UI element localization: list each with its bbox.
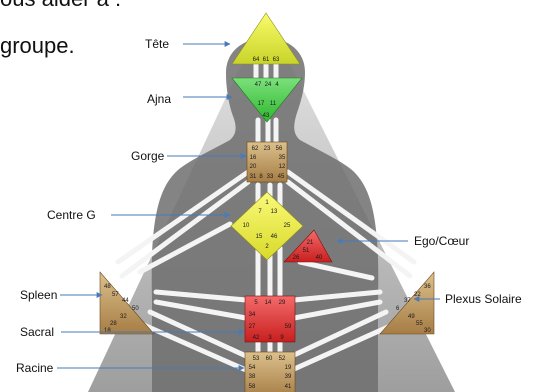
gate-label: 16 <box>250 155 257 161</box>
gate-label: 4 <box>275 82 279 88</box>
gate-label: 41 <box>285 384 292 390</box>
gate-label: 51 <box>303 248 310 254</box>
gate-label: 24 <box>265 82 272 88</box>
gate-label: 29 <box>279 300 286 306</box>
gate-label: 36 <box>424 284 431 290</box>
gate-label: 40 <box>316 255 323 261</box>
gate-label: 60 <box>266 356 273 362</box>
gate-label: 12 <box>279 164 286 170</box>
annotations: Tête Ajna Gorge Centre G Ego/Cœur Spleen… <box>16 37 522 375</box>
label-sacral: Sacral <box>20 325 54 339</box>
label-ajna: Ajna <box>147 92 171 106</box>
gate-label: 5 <box>254 300 258 306</box>
gate-label: 43 <box>263 113 270 119</box>
gate-label: 22 <box>414 292 421 298</box>
gate-label: 47 <box>255 82 262 88</box>
gate-label: 50 <box>132 306 139 312</box>
label-plexus: Plexus Solaire <box>445 292 522 306</box>
gate-label: 49 <box>408 314 415 320</box>
document-text-line: ous aider à : <box>0 0 121 12</box>
label-gorge: Gorge <box>131 149 165 163</box>
label-tete: Tête <box>145 37 169 51</box>
gate-label: 34 <box>249 312 256 318</box>
gate-label: 39 <box>285 374 292 380</box>
gate-label: 31 <box>250 174 257 180</box>
gate-label: 17 <box>258 101 265 107</box>
gate-label: 10 <box>243 223 250 229</box>
solar-plexus-center: 36 22 37 6 49 55 30 <box>379 271 435 335</box>
throat-center: 62 23 56 16 35 20 12 31 8 33 45 <box>246 141 288 183</box>
gate-label: 27 <box>249 324 256 330</box>
sacral-center: 5 14 29 34 27 59 42 3 9 <box>244 295 296 343</box>
gate-label: 21 <box>307 240 314 246</box>
gate-label: 42 <box>253 335 260 341</box>
gate-label: 20 <box>250 164 257 170</box>
gate-label: 53 <box>253 356 260 362</box>
gate-label: 26 <box>293 255 300 261</box>
gate-label: 19 <box>285 365 292 371</box>
gate-label: 57 <box>112 292 119 298</box>
gate-label: 25 <box>284 223 291 229</box>
gate-label: 52 <box>279 356 286 362</box>
gate-label: 63 <box>273 57 280 63</box>
label-centre-g: Centre G <box>47 208 96 222</box>
label-spleen: Spleen <box>20 288 57 302</box>
gate-label: 23 <box>264 146 271 152</box>
gate-label: 62 <box>252 146 259 152</box>
gate-label: 33 <box>267 174 274 180</box>
ego-center: 21 51 26 40 <box>283 229 333 263</box>
g-center: 1 7 13 10 25 15 46 2 <box>230 191 304 261</box>
gate-label: 59 <box>285 324 292 330</box>
label-ego: Ego/Cœur <box>414 234 469 248</box>
label-racine: Racine <box>16 361 54 375</box>
head-center: 64 61 63 <box>231 12 301 65</box>
spleen-center: 48 57 44 50 32 28 18 <box>99 271 155 335</box>
gate-label: 2 <box>265 244 269 250</box>
gate-label: 7 <box>258 209 262 215</box>
gate-label: 9 <box>280 335 284 341</box>
gate-label: 46 <box>271 234 278 240</box>
gate-label: 37 <box>404 298 411 304</box>
gate-label: 58 <box>249 384 256 390</box>
gate-label: 44 <box>122 298 129 304</box>
gate-label: 15 <box>256 234 263 240</box>
gate-label: 64 <box>253 57 260 63</box>
gate-label: 35 <box>279 155 286 161</box>
gate-label: 1 <box>265 200 269 206</box>
gate-label: 28 <box>110 321 117 327</box>
gate-label: 3 <box>268 335 272 341</box>
gate-label: 11 <box>270 101 277 107</box>
root-center: 53 60 52 54 19 38 39 58 41 <box>244 351 296 392</box>
gate-label: 13 <box>271 209 278 215</box>
gate-label: 32 <box>120 314 127 320</box>
gate-label: 45 <box>278 174 285 180</box>
gate-label: 18 <box>104 328 111 334</box>
gate-label: 48 <box>104 284 111 290</box>
gate-label: 56 <box>276 146 283 152</box>
gate-label: 54 <box>249 365 256 371</box>
channels <box>115 61 417 373</box>
gate-label: 6 <box>396 306 400 312</box>
gate-label: 61 <box>263 57 270 63</box>
gate-label: 38 <box>249 374 256 380</box>
document-text-line: groupe. <box>0 33 75 58</box>
gate-label: 14 <box>265 300 272 306</box>
gate-label: 30 <box>424 328 431 334</box>
gate-label: 8 <box>259 174 263 180</box>
gate-label: 55 <box>416 321 423 327</box>
ajna-center: 47 24 4 17 11 43 <box>231 77 303 123</box>
